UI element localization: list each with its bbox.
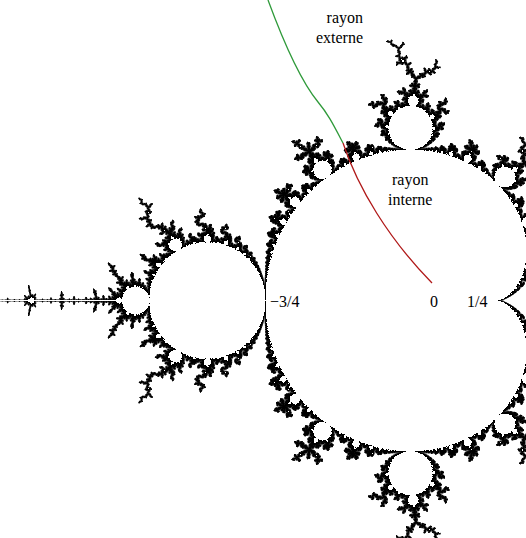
ray-label: rayon externe — [314, 8, 365, 48]
internal-ray — [343, 143, 432, 283]
axis-value: 1/4 — [465, 292, 489, 312]
ray-label: rayon interne — [386, 170, 434, 210]
axis-value: 0 — [428, 292, 440, 312]
axis-value: −3/4 — [268, 292, 301, 312]
